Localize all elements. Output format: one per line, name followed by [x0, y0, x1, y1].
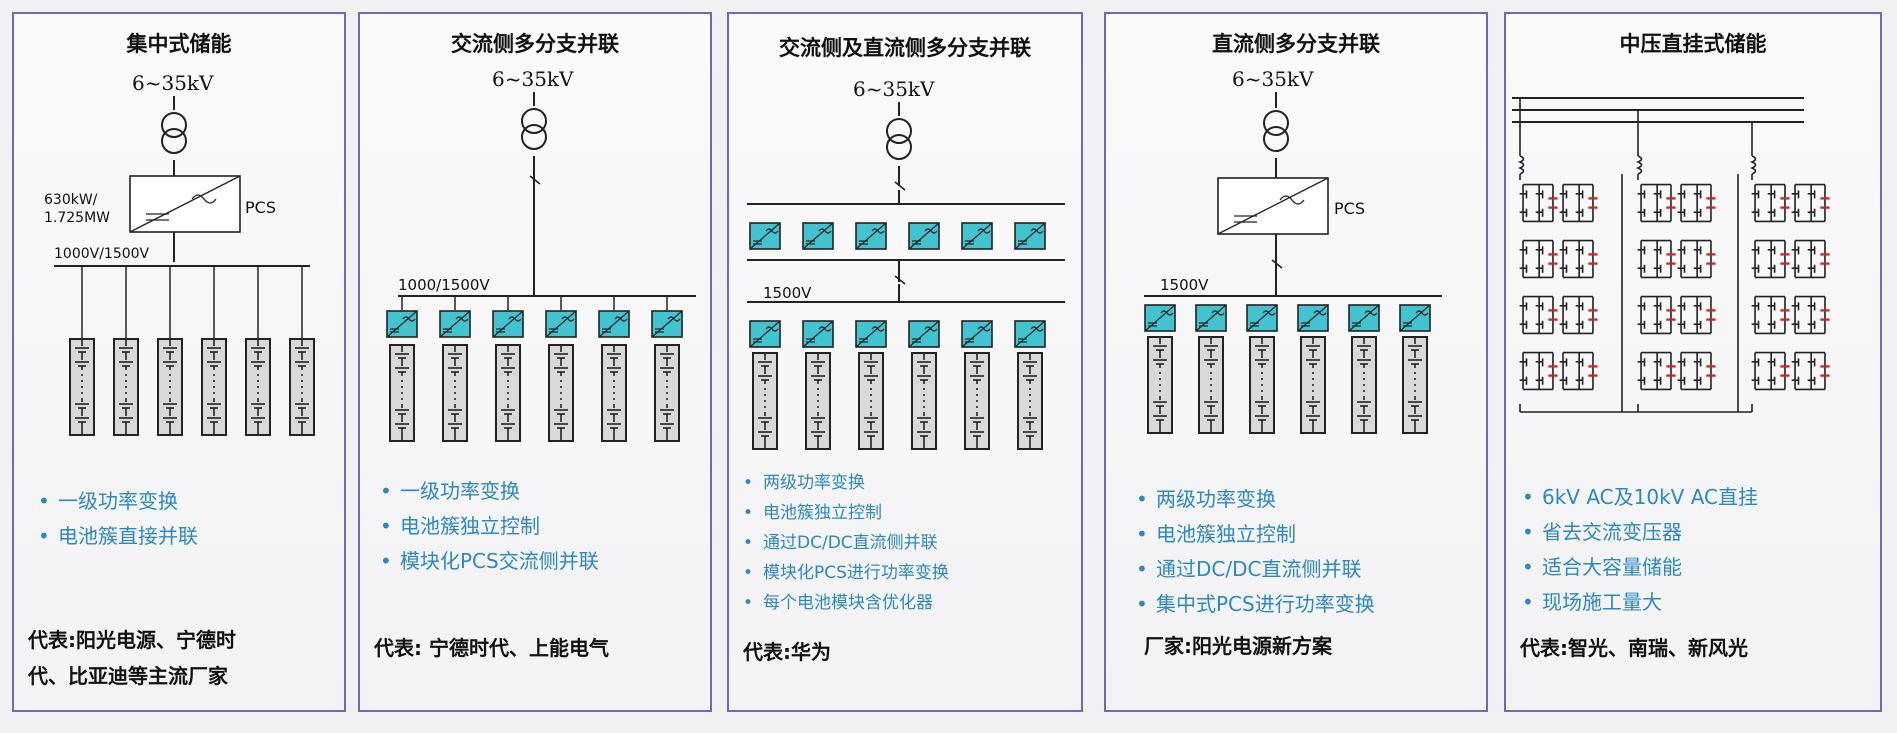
- panel-title: 集中式储能: [126, 32, 232, 56]
- feature-item: 通过DC/DC直流侧并联: [741, 528, 949, 558]
- bus-voltage-label: 1000/1500V: [398, 276, 490, 294]
- converter-row: [386, 296, 683, 338]
- feature-item: 电池簇直接并联: [36, 519, 198, 554]
- vendors: 代表:智光、南瑞、新风光: [1520, 630, 1872, 666]
- phase-inductors: [1517, 98, 1757, 180]
- feature-list: 一级功率变换 电池簇独立控制 模块化PCS交流侧并联: [378, 474, 599, 579]
- rating-line-2: 1.725MW: [44, 210, 110, 226]
- vendors: 代表:华为: [743, 634, 1073, 670]
- vendors-line: 代表:华为: [743, 640, 831, 664]
- battery-clusters: [1147, 336, 1428, 434]
- voltage-label: 6~35kV: [132, 71, 214, 95]
- dcdc-row: [1144, 304, 1431, 332]
- feature-item: 两级功率变换: [1134, 482, 1375, 517]
- feature-item: 通过DC/DC直流侧并联: [1134, 552, 1375, 587]
- pcs-row: [749, 222, 1046, 250]
- feature-item: 集中式PCS进行功率变换: [1134, 587, 1375, 622]
- feature-list: 6kV AC及10kV AC直挂 省去交流变压器 适合大容量储能 现场施工量大: [1520, 480, 1758, 620]
- feature-item: 两级功率变换: [741, 468, 949, 498]
- vendors: 代表: 宁德时代、上能电气: [374, 630, 702, 666]
- vendors-line: 代表:智光、南瑞、新风光: [1520, 636, 1748, 660]
- panel-centralized: 集中式储能 6~35kV PCS 630kW/ 1.725MW 1000V/15…: [12, 12, 346, 712]
- transformer-icon: [1263, 110, 1289, 152]
- transformer-icon: [521, 108, 547, 150]
- feature-list: 一级功率变换 电池簇直接并联: [36, 484, 198, 554]
- hbridge-cells: [1518, 183, 1830, 391]
- feature-item: 模块化PCS交流侧并联: [378, 544, 599, 579]
- diagram-centralized: 6~35kV PCS 630kW/ 1.725MW 1000V/1500V: [44, 71, 315, 436]
- panel-title: 交流侧及直流侧多分支并联: [779, 36, 1031, 60]
- bus-voltage-label: 1000V/1500V: [54, 246, 150, 262]
- voltage-label: 6~35kV: [853, 77, 935, 101]
- feature-item: 模块化PCS进行功率变换: [741, 558, 949, 588]
- transformer-icon: [161, 112, 187, 154]
- vendors-line: 代表:阳光电源、宁德时: [28, 628, 236, 652]
- feature-item: 现场施工量大: [1520, 585, 1758, 620]
- feature-item: 电池簇独立控制: [741, 498, 949, 528]
- voltage-label: 6~35kV: [492, 67, 574, 91]
- diagram-ac-multibranch: 6~35kV 1000/1500V: [386, 67, 696, 442]
- voltage-label: 6~35kV: [1232, 67, 1314, 91]
- panel-dc-multibranch: 直流侧多分支并联 6~35kV PCS 1500V: [1104, 12, 1488, 712]
- bus-voltage-label: 1500V: [1160, 276, 1209, 294]
- vendors-line: 代表: 宁德时代、上能电气: [374, 636, 609, 660]
- diagram-mv-direct: [1512, 97, 1830, 413]
- panel-mv-direct: 中压直挂式储能: [1504, 12, 1882, 712]
- feature-item: 一级功率变换: [36, 484, 198, 519]
- mv-bus: [1512, 97, 1804, 123]
- neutral-wiring: [1519, 174, 1753, 413]
- rating-line-1: 630kW/: [44, 192, 98, 208]
- feature-item: 一级功率变换: [378, 474, 599, 509]
- feature-item: 电池簇独立控制: [378, 509, 599, 544]
- vendors: 厂家:阳光电源新方案: [1144, 628, 1478, 664]
- pcs-label: PCS: [1334, 199, 1365, 218]
- panel-title: 直流侧多分支并联: [1212, 32, 1380, 56]
- pcs-label: PCS: [245, 198, 276, 217]
- diagram-dc-multibranch: 6~35kV PCS 1500V: [1144, 67, 1442, 434]
- feature-list: 两级功率变换 电池簇独立控制 通过DC/DC直流侧并联 集中式PCS进行功率变换: [1134, 482, 1375, 622]
- feature-item: 6kV AC及10kV AC直挂: [1520, 480, 1758, 515]
- panel-title: 交流侧多分支并联: [451, 32, 619, 56]
- dcdc-row: [749, 320, 1046, 348]
- panel-ac-dc-multibranch: 交流侧及直流侧多分支并联 6~35kV 1500V: [727, 12, 1083, 712]
- feature-item: 每个电池模块含优化器: [741, 588, 949, 618]
- battery-clusters: [69, 266, 315, 436]
- feature-list: 两级功率变换 电池簇独立控制 通过DC/DC直流侧并联 模块化PCS进行功率变换…: [741, 468, 949, 618]
- vendors-line: 代、比亚迪等主流厂家: [28, 664, 228, 688]
- feature-item: 电池簇独立控制: [1134, 517, 1375, 552]
- diagram-ac-dc-multibranch: 6~35kV 1500V: [747, 77, 1065, 450]
- transformer-icon: [886, 118, 912, 160]
- battery-clusters: [389, 344, 680, 442]
- battery-clusters: [752, 352, 1043, 450]
- feature-item: 适合大容量储能: [1520, 550, 1758, 585]
- panel-title: 中压直挂式储能: [1619, 32, 1767, 56]
- vendors-line: 厂家:阳光电源新方案: [1144, 634, 1332, 658]
- panel-ac-multibranch: 交流侧多分支并联 6~35kV 1000/1500V: [358, 12, 712, 712]
- bus-voltage-label: 1500V: [763, 284, 812, 302]
- vendors: 代表:阳光电源、宁德时 代、比亚迪等主流厂家: [28, 622, 336, 694]
- feature-item: 省去交流变压器: [1520, 515, 1758, 550]
